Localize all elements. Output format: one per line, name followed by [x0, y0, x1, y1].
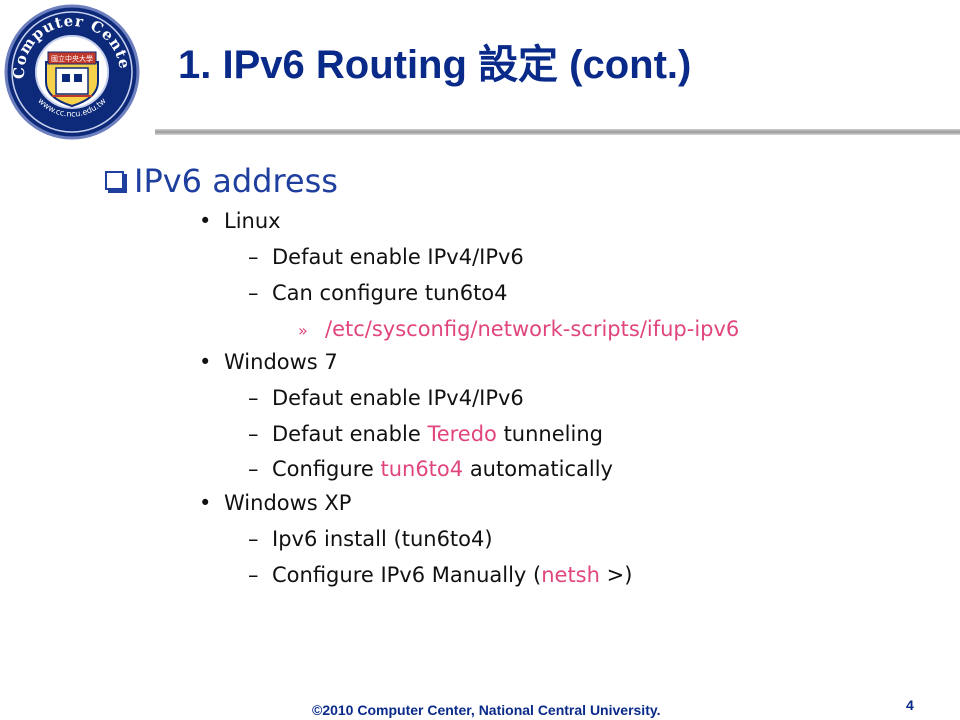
dash-bullet-icon: – — [248, 281, 259, 305]
dash-bullet-icon: – — [248, 527, 259, 551]
list-item-windows-xp: •Windows XP — [199, 486, 351, 520]
svg-text:國立中央大學: 國立中央大學 — [51, 54, 93, 63]
list-item: –Ipv6 install (tun6to4) — [248, 522, 493, 556]
bullet-dot-icon: • — [199, 350, 212, 374]
dash-bullet-icon: – — [248, 457, 259, 481]
footer-copyright: ©2010 Computer Center, National Central … — [312, 702, 661, 718]
double-chevron-icon: » — [298, 321, 308, 340]
highlight-netsh: netsh — [541, 563, 600, 587]
dash-bullet-icon: – — [248, 386, 259, 410]
dash-bullet-icon: – — [248, 245, 259, 269]
list-item: –Configure tun6to4 automatically — [248, 452, 613, 486]
section-heading-text: IPv6 address — [134, 162, 338, 200]
page-number: 4 — [906, 697, 914, 713]
slide-title: 1. IPv6 Routing 設定 (cont.) — [178, 43, 692, 87]
list-item: –Configure IPv6 Manually (netsh >) — [248, 558, 632, 592]
title-divider — [155, 129, 960, 135]
section-heading: IPv6 address — [105, 160, 338, 202]
list-item-config-path: »/etc/sysconfig/network-scripts/ifup-ipv… — [298, 312, 739, 346]
list-item: –Defaut enable Teredo tunneling — [248, 417, 603, 451]
dash-bullet-icon: – — [248, 422, 259, 446]
bullet-dot-icon: • — [199, 209, 212, 233]
list-item-windows-7: •Windows 7 — [199, 345, 338, 379]
list-item: –Defaut enable IPv4/IPv6 — [248, 240, 524, 274]
list-item-linux: •Linux — [199, 204, 281, 238]
list-item: –Defaut enable IPv4/IPv6 — [248, 381, 524, 415]
bullet-dot-icon: • — [199, 491, 212, 515]
section-ipv6-address: IPv6 address — [105, 160, 338, 202]
square-bullet-icon — [105, 170, 124, 190]
highlight-tun6to4: tun6to4 — [380, 457, 464, 481]
dash-bullet-icon: – — [248, 563, 259, 587]
highlight-teredo: Teredo — [427, 422, 497, 446]
list-item: –Can configure tun6to4 — [248, 276, 508, 310]
computer-center-logo: Computer Center www.cc.ncu.edu.tw 國立中央大學 — [2, 2, 140, 140]
